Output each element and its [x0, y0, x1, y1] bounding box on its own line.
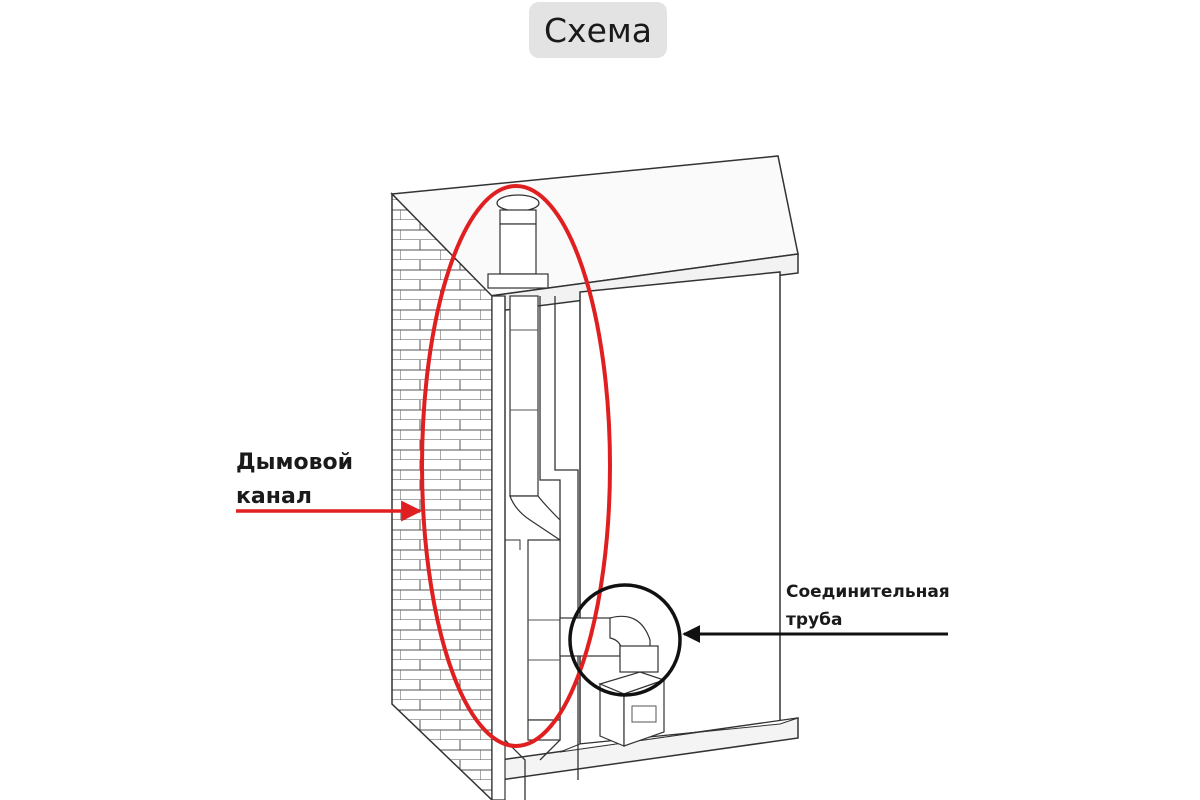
stove — [598, 671, 666, 747]
connector-label-line1: Соединительная — [786, 582, 950, 602]
chimney-label-line2: канал — [236, 484, 312, 509]
chimney-highlight-ellipse — [420, 184, 612, 748]
diagram-title-text: Схема — [544, 10, 652, 50]
chimney-label-line1: Дымовой — [236, 450, 354, 475]
connector-highlight-circle — [568, 583, 682, 697]
chimney-pipe — [487, 194, 561, 741]
connector-label-line2: труба — [786, 610, 843, 630]
diagram-title: Схема — [529, 2, 667, 58]
roof-slab — [390, 155, 799, 313]
chimney-label: Дымовой канал — [236, 446, 353, 514]
connector-label: Соединительная труба — [786, 578, 950, 634]
brick-chimney-wall — [391, 192, 506, 800]
